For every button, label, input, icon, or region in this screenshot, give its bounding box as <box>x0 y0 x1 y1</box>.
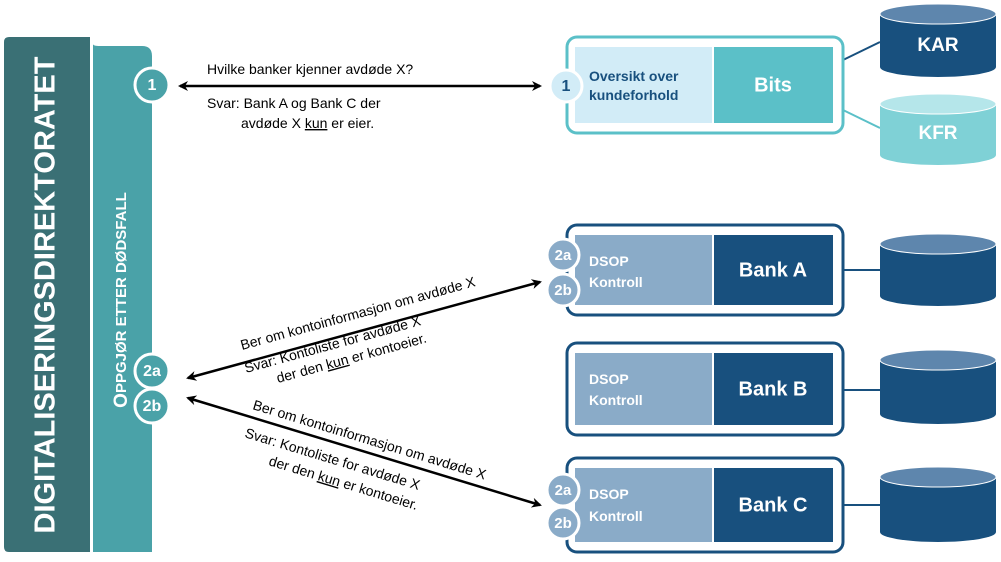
bank-a-badge-2b: 2b <box>545 272 581 308</box>
bank-a-database-icon <box>879 233 997 306</box>
bits-step-badge: 1 <box>548 68 584 104</box>
bank-b-service-box <box>575 353 712 425</box>
step-badge-2b: 2b <box>133 387 171 425</box>
connector-bits-kar <box>842 41 881 61</box>
query-2a-answer-kun: kun <box>324 351 350 372</box>
bank-a-service-line1: DSOP <box>589 253 629 269</box>
kfr-database-label: KFR <box>918 123 957 144</box>
connector-bits-kfr <box>842 109 881 129</box>
bank-c-service-box <box>575 468 712 542</box>
bank-a-service-line2: Kontroll <box>589 274 643 290</box>
bank-a-name-box <box>714 235 833 305</box>
query-1-question: Hvilke banker kjenner avdøde X? <box>207 61 413 77</box>
bits-name-box <box>714 47 833 123</box>
query-1-answer-post: er eier. <box>327 115 374 131</box>
bank-a: DSOP Kontroll Bank A 2a 2b <box>545 223 880 317</box>
bank-b-service-line2: Kontroll <box>589 392 643 408</box>
bank-a-service-box <box>575 235 712 305</box>
step-badge-2b-label: 2b <box>143 398 162 415</box>
bank-b-name-box <box>714 353 833 425</box>
bank-b: DSOP Kontroll Bank B <box>565 341 880 437</box>
bank-a-badge-2a: 2a <box>545 237 581 273</box>
bits-service-line2: kundeforhold <box>589 87 678 103</box>
organization-name: DIGITALISERINGSDIREKTORATET <box>30 56 62 533</box>
sidebar: DIGITALISERINGSDIREKTORATET OPPGJØR ETTE… <box>4 37 171 552</box>
process-name-lead: O <box>111 393 132 408</box>
bank-b-service-line1: DSOP <box>589 371 629 387</box>
query-1-answer-kun: kun <box>305 115 328 131</box>
bank-c-service-line1: DSOP <box>589 486 629 502</box>
query-1-answer-line1: Svar: Bank A og Bank C der <box>207 95 381 111</box>
bank-c: DSOP Kontroll Bank C 2a 2b <box>545 456 880 554</box>
bank-c-badge-2a-label: 2a <box>555 482 572 499</box>
bank-c-service-line2: Kontroll <box>589 508 643 524</box>
bank-a-badge-2b-label: 2b <box>554 282 572 299</box>
step-badge-2a: 2a <box>133 352 171 390</box>
bank-b-name: Bank B <box>739 378 808 400</box>
bank-c-badge-2b-label: 2b <box>554 515 572 532</box>
bits-system: Oversikt over kundeforhold Bits 1 <box>548 35 881 135</box>
bank-a-badge-2a-label: 2a <box>555 247 572 264</box>
bits-name: Bits <box>754 74 792 96</box>
kar-database-icon: KAR <box>879 3 997 77</box>
query-2b-answer-kun: kun <box>316 467 342 489</box>
arrow-query-2a <box>186 279 542 381</box>
query-1-answer-pre: avdøde X <box>241 115 305 131</box>
bank-c-name-box <box>714 468 833 542</box>
step-badge-1: 1 <box>133 66 171 104</box>
process-name-rest: PPGJØR ETTER DØDSFALL <box>113 192 130 393</box>
organization-panel <box>4 37 90 552</box>
bits-service-box <box>575 47 712 123</box>
bank-a-name: Bank A <box>739 259 807 281</box>
bits-service-line1: Oversikt over <box>589 68 679 84</box>
step-badge-2a-label: 2a <box>143 363 161 380</box>
query-1-answer-line2: avdøde X kun er eier. <box>241 115 374 131</box>
bank-b-database-icon <box>879 349 997 424</box>
kar-database-label: KAR <box>917 35 958 56</box>
bank-c-badge-2a: 2a <box>545 472 581 508</box>
bank-c-database-icon <box>879 466 997 542</box>
bank-c-badge-2b: 2b <box>545 505 581 541</box>
bank-c-name: Bank C <box>739 494 808 516</box>
step-badge-1-label: 1 <box>148 77 157 94</box>
process-panel <box>93 44 152 552</box>
process-name: OPPGJØR ETTER DØDSFALL <box>111 192 132 408</box>
kfr-database-icon: KFR <box>879 93 997 165</box>
bits-step-badge-label: 1 <box>562 78 571 95</box>
arrow-query-2b <box>186 395 542 508</box>
